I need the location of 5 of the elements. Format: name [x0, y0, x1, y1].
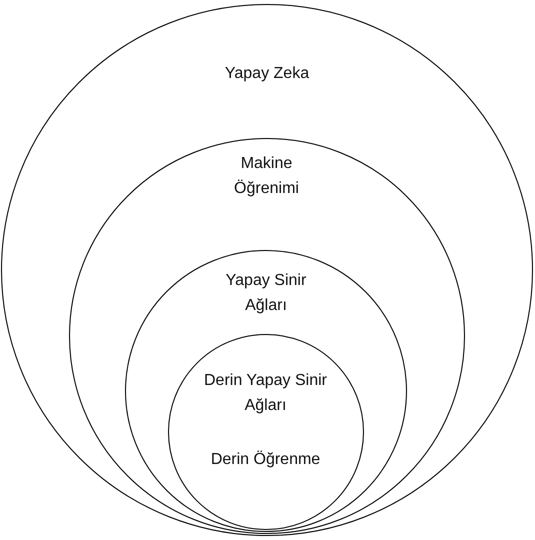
region-label: Derin Öğrenme	[210, 450, 320, 470]
region-label: Derin Yapay Sinir Ağları	[202, 371, 328, 416]
region-label: Yapay Zeka	[224, 64, 310, 84]
region-label: Yapay Sinir Ağları	[224, 271, 308, 316]
region-label: Makine Öğrenimi	[233, 154, 300, 199]
